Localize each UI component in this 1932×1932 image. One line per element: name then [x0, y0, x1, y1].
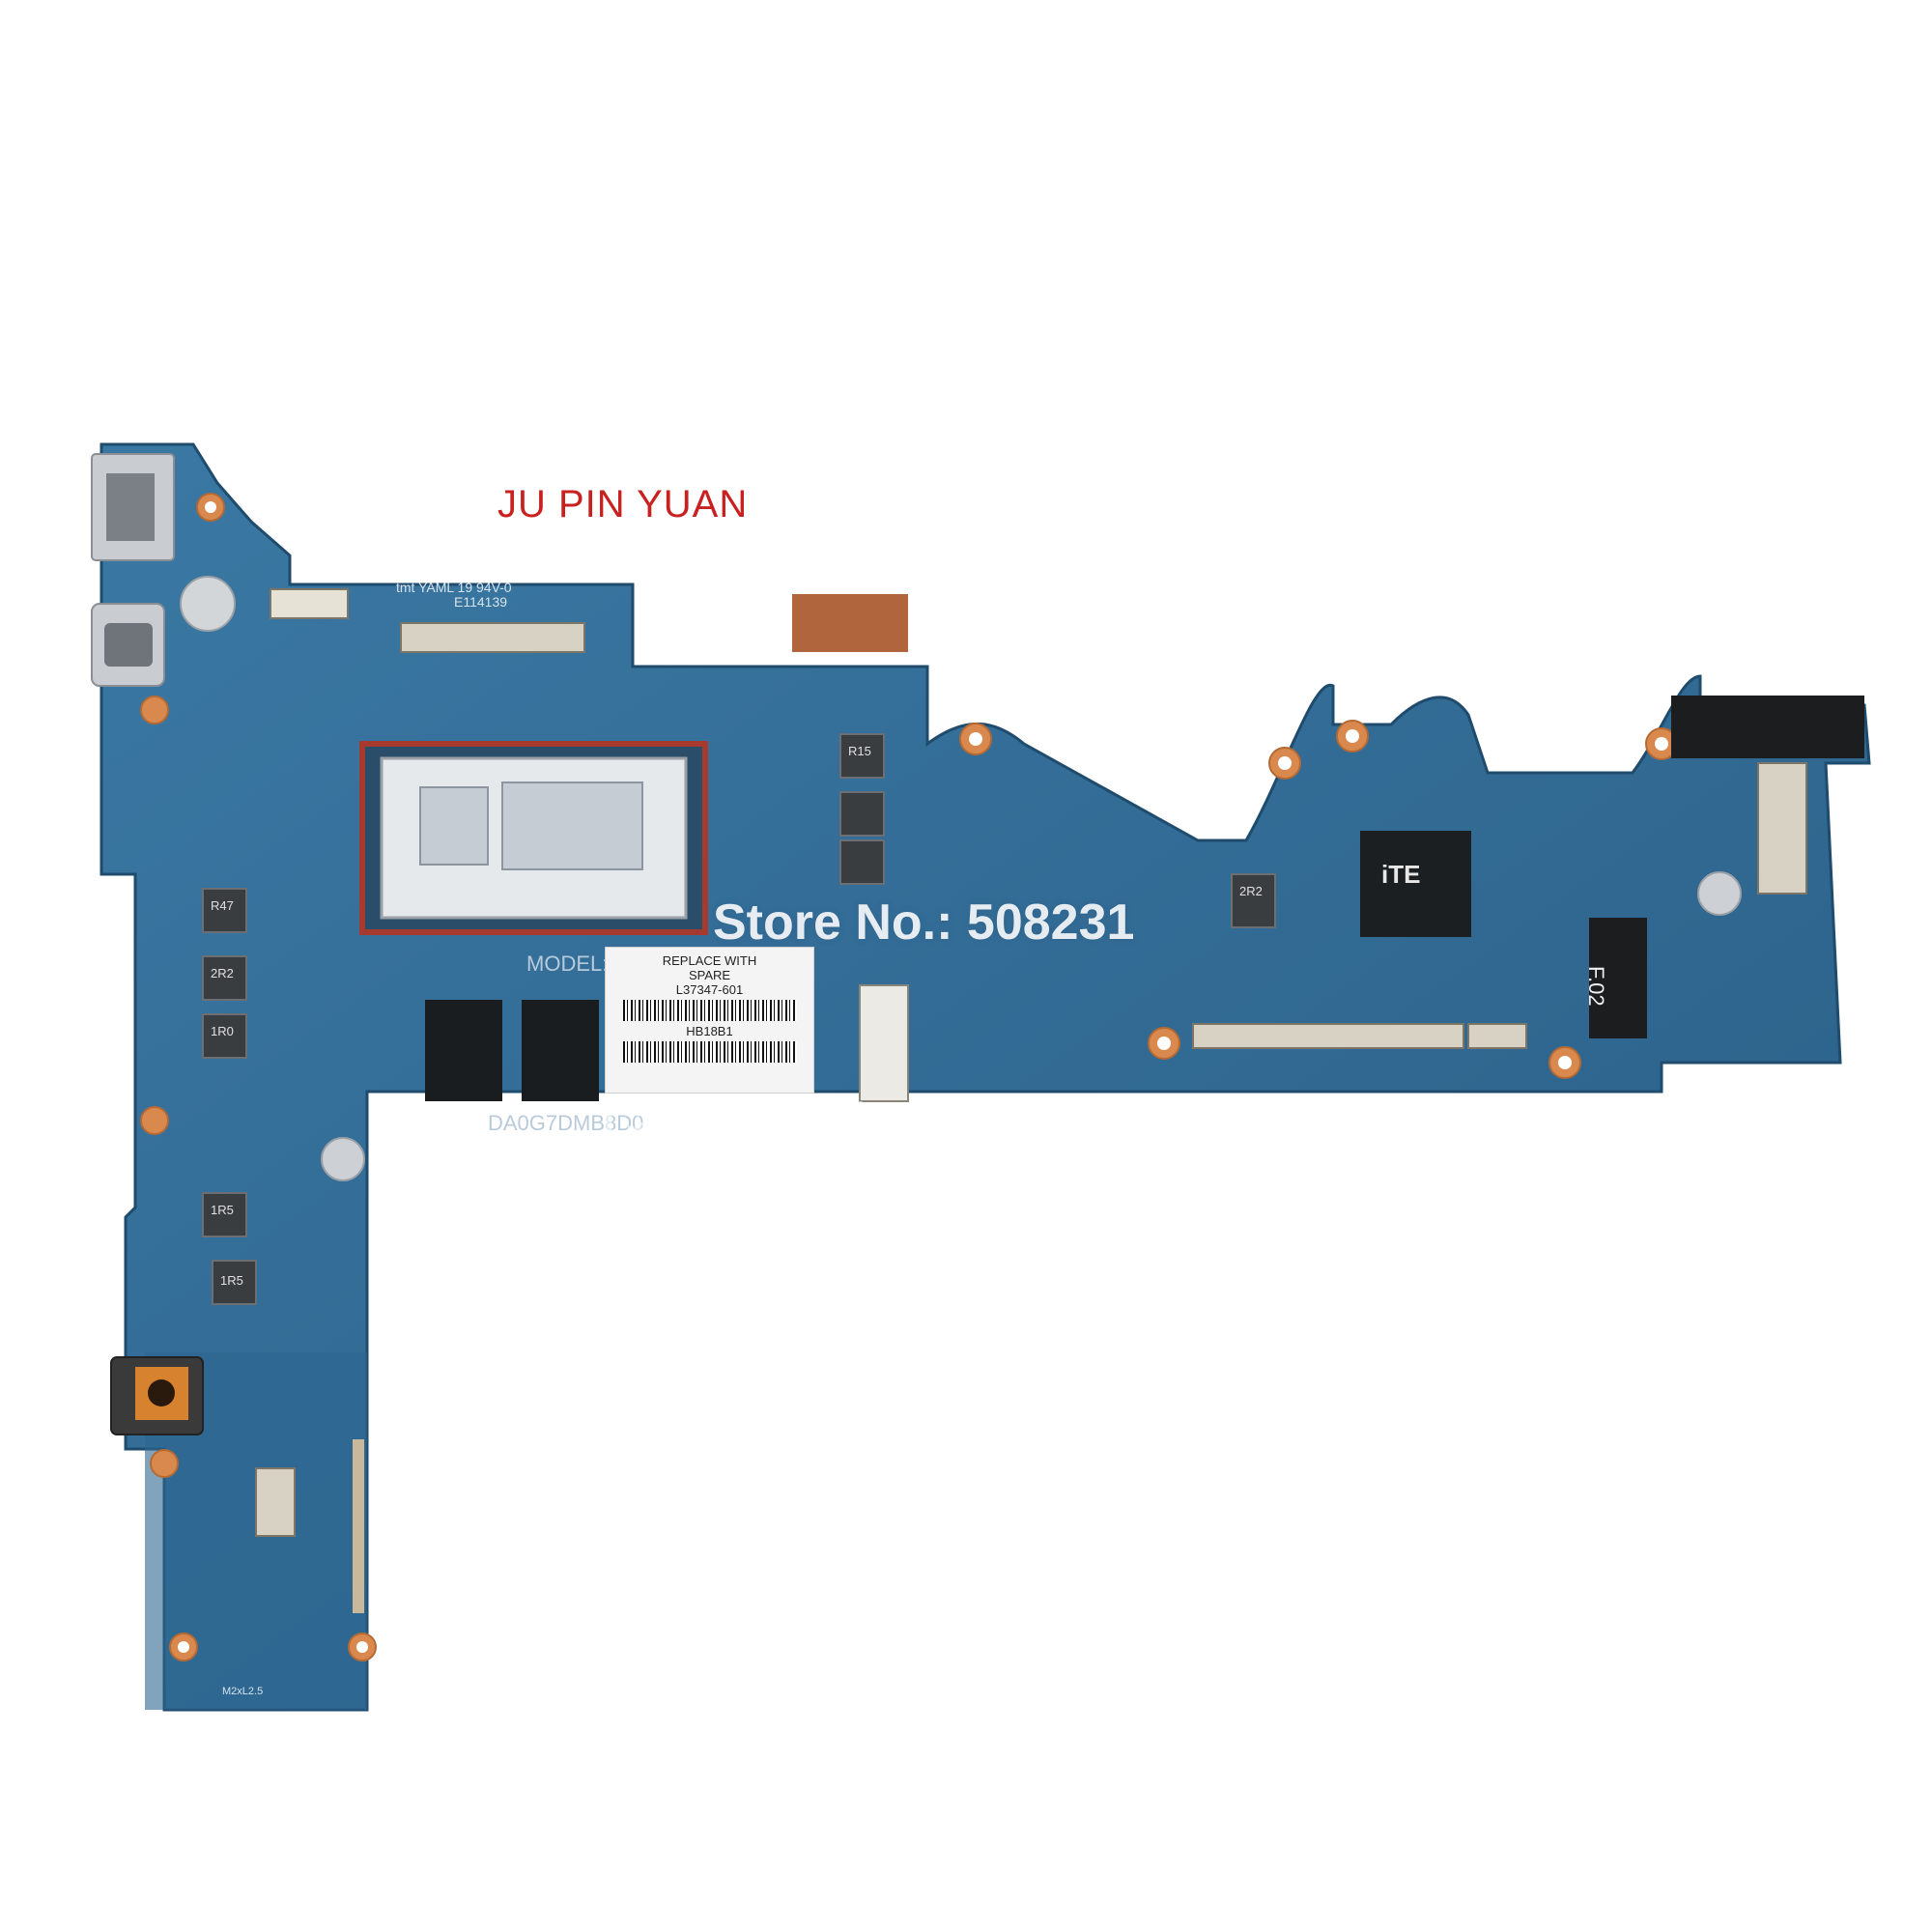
sticker-line1: REPLACE WITH — [662, 953, 757, 968]
edge-pin-header — [353, 1439, 364, 1613]
sticker-revision: HB18B1 — [686, 1024, 733, 1038]
copper-heat-pads — [792, 594, 908, 652]
brand-watermark: JU PIN YUAN — [497, 483, 749, 526]
inductors — [202, 733, 1276, 1305]
screw-standoff — [180, 576, 236, 632]
top-fpc-connector — [400, 622, 585, 653]
ite-controller-chip — [1360, 831, 1471, 937]
cpu-die-small — [419, 786, 489, 866]
ram-chip-1 — [425, 1000, 502, 1101]
screw-standoff-2 — [1697, 871, 1742, 916]
inductor-label-3: 1R0 — [211, 1024, 234, 1038]
m2-slot-side — [1589, 918, 1647, 1038]
side-fpc-connector — [1757, 762, 1807, 895]
top-small-connector — [270, 588, 349, 619]
sticker-line2: SPARE — [688, 968, 731, 982]
sticker-barcode — [622, 1000, 797, 1021]
silkscreen-cert: E114139 — [454, 594, 508, 610]
m2-slot-top — [1671, 696, 1864, 758]
ram-chip-2 — [522, 1000, 599, 1101]
usb-c-port-inner — [104, 623, 153, 667]
part-sticker: REPLACE WITH SPARE L37347-601 HB18B1 — [605, 947, 814, 1094]
small-fpc-connector — [1467, 1023, 1527, 1049]
inductor-label-6: 2R2 — [1239, 884, 1263, 898]
ite-chip-logo: iTE — [1381, 860, 1421, 889]
store-tagline-watermark: Laptop motherboard's store — [599, 1093, 1204, 1148]
slot-label: F.02 — [1584, 966, 1608, 1007]
lower-connector — [255, 1467, 296, 1537]
inductor-label-2: 2R2 — [211, 966, 234, 980]
hole-centers — [178, 501, 1668, 1653]
inductor-label-7: 1R5 — [220, 1273, 243, 1288]
sticker-barcode-2 — [622, 1041, 797, 1063]
silkscreen-board-code: DA0G7DMB8D0 — [488, 1111, 644, 1135]
mid-fpc-connector — [1192, 1023, 1464, 1049]
silkscreen-top: tmt YAML 19 94V-0 — [396, 580, 512, 595]
sticker-part-number: L37347-601 — [675, 982, 744, 997]
inductor-label-5: R15 — [848, 744, 871, 758]
inductor-label-1: R47 — [211, 898, 234, 913]
vertical-connector — [859, 984, 909, 1102]
inductor-label-4: 1R5 — [211, 1203, 234, 1217]
cpu-die-large — [501, 781, 643, 870]
audio-jack-hole — [148, 1379, 175, 1406]
store-number-watermark: Store No.: 508231 — [713, 895, 1135, 951]
usb-a-port-inner — [106, 473, 155, 541]
screw-spec: M2xL2.5 — [222, 1686, 264, 1697]
screw-standoff-3 — [321, 1137, 365, 1181]
